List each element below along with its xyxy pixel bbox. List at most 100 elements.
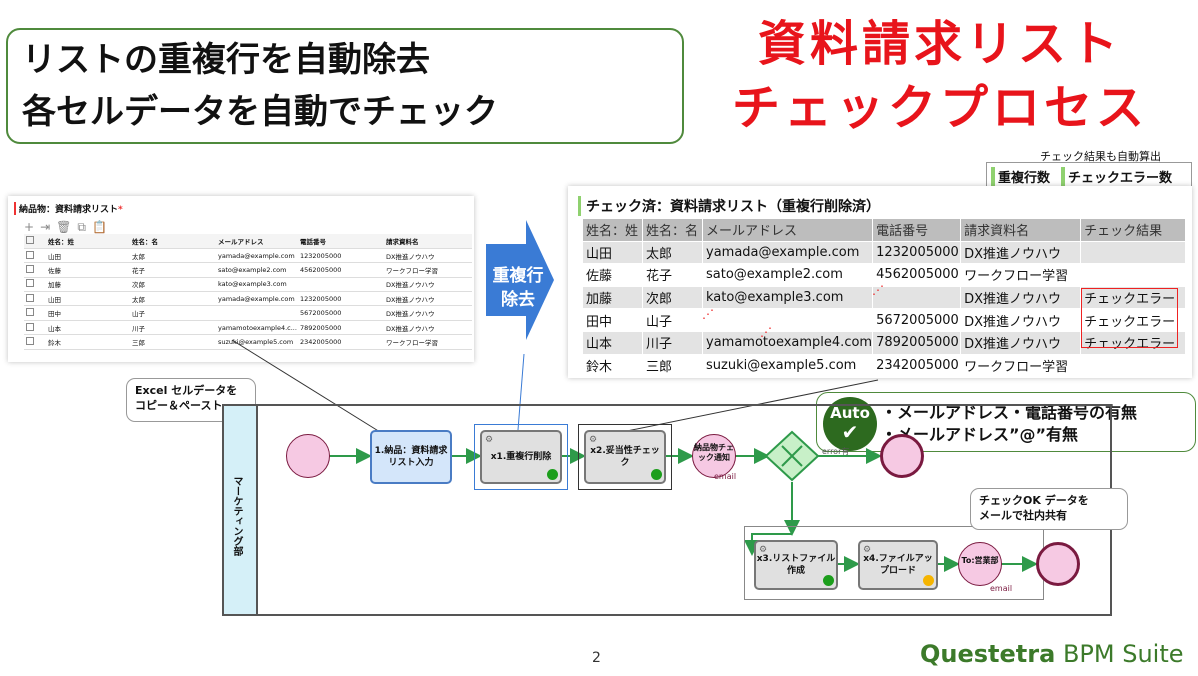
row-checkbox[interactable] xyxy=(26,336,34,345)
paste-icon[interactable]: 📋 xyxy=(91,220,113,234)
table-cell[interactable]: 次郎 xyxy=(130,277,216,293)
task-create-list-file[interactable]: ⚙x3.リストファイル作成 xyxy=(754,540,838,590)
dup-count-header: 重複行数 xyxy=(991,167,1050,186)
page-number: 2 xyxy=(592,650,601,666)
auto-check-box: Auto ✔ ・メールアドレス・電話番号の有無 ・メールアドレス”@”有無 xyxy=(816,392,1196,452)
auto-check-icon: Auto ✔ xyxy=(823,397,877,451)
table-cell[interactable]: 太郎 xyxy=(130,291,216,307)
table-cell: 山田 xyxy=(582,240,643,265)
table-cell: ワークフロー学習 xyxy=(960,263,1082,287)
table-cell: チェックエラー xyxy=(1080,285,1186,310)
table-cell: DX推進ノウハウ xyxy=(960,330,1082,355)
table-cell[interactable]: 山田 xyxy=(46,248,130,264)
selection-outline xyxy=(578,424,672,490)
table-cell: yamada@example.com xyxy=(701,240,874,265)
column-header: メールアドレス xyxy=(216,234,298,249)
gear-icon: ⚙ xyxy=(759,545,768,555)
table-cell: DX推進ノウハウ xyxy=(960,285,1082,310)
gear-icon: ⚙ xyxy=(863,545,872,555)
email-label: email xyxy=(714,472,737,481)
notify-email-event[interactable]: 納品物チェック通知 xyxy=(692,434,736,478)
table-cell[interactable]: 川子 xyxy=(130,320,216,336)
table-cell[interactable]: 2342005000 xyxy=(298,334,384,350)
add-row-icon[interactable]: + xyxy=(24,220,41,234)
table-cell: 1232005000 xyxy=(872,240,962,265)
end-event[interactable] xyxy=(880,434,924,478)
delete-icon[interactable]: 🗑 xyxy=(56,220,78,234)
gear-icon: ⚙ xyxy=(485,435,494,445)
sales-email-event[interactable]: To:営業部 xyxy=(958,542,1002,586)
addon-icon xyxy=(651,469,662,480)
table-cell[interactable]: 7892005000 xyxy=(298,320,384,336)
table-cell[interactable]: ワークフロー学習 xyxy=(384,262,472,278)
checked-list-screenshot: チェック済：資料請求リスト（重複行削除済） 姓名：姓 姓名：名 メールアドレス … xyxy=(568,186,1192,378)
table-cell: 4562005000 xyxy=(872,263,962,287)
table-cell: DX推進ノウハウ xyxy=(960,240,1082,265)
table-cell[interactable]: DX推進ノウハウ xyxy=(384,305,472,321)
table-cell[interactable]: yamada@example.com xyxy=(216,291,298,307)
task-input-list[interactable]: 1.納品：資料請求リスト入力 xyxy=(370,430,452,484)
swimlane-header: マーケティング部 xyxy=(224,406,258,614)
task-upload-file[interactable]: ⚙x4.ファイルアップロード xyxy=(858,540,938,590)
table-cell[interactable] xyxy=(298,277,384,293)
row-checkbox[interactable] xyxy=(26,250,34,259)
end-event[interactable] xyxy=(1036,542,1080,586)
table-cell[interactable] xyxy=(216,305,298,321)
column-header: チェック結果 xyxy=(1080,218,1186,242)
column-header: 請求資料名 xyxy=(960,218,1082,242)
table-cell[interactable]: 花子 xyxy=(130,262,216,278)
table-cell[interactable]: kato@example3.com xyxy=(216,277,298,293)
table-cell[interactable]: 1232005000 xyxy=(298,291,384,307)
table-header-row: 姓名：姓 姓名：名 メールアドレス 電話番号 請求資料名 チェック結果 xyxy=(582,218,1186,242)
insert-icon[interactable]: ⇥ xyxy=(40,220,57,234)
table-cell: kato@example3.com xyxy=(701,285,874,310)
heading-line-1: リストの重複行を自動除去 xyxy=(22,40,430,80)
table-cell[interactable]: 鈴木 xyxy=(46,334,130,350)
table-cell[interactable]: sato@example2.com xyxy=(216,262,298,278)
copy-icon[interactable]: ⧉ xyxy=(77,220,92,234)
table-cell[interactable]: 三郎 xyxy=(130,334,216,350)
table-cell[interactable]: 加藤 xyxy=(46,277,130,293)
table-cell[interactable]: 4562005000 xyxy=(298,262,384,278)
table-cell[interactable]: 山田 xyxy=(46,291,130,307)
table-cell: yamamotoexample4.com xyxy=(701,330,874,355)
row-checkbox[interactable] xyxy=(26,264,34,273)
table-cell[interactable]: 佐藤 xyxy=(46,262,130,278)
table-cell xyxy=(1080,240,1186,265)
table-cell[interactable]: DX推進ノウハウ xyxy=(384,291,472,307)
error-mark-icon: ⋰ xyxy=(702,307,714,321)
table-cell[interactable]: 山子 xyxy=(130,305,216,321)
table-cell[interactable]: yamamotoexample4.c... xyxy=(216,320,298,336)
table-cell[interactable]: DX推進ノウハウ xyxy=(384,277,472,293)
row-checkbox[interactable] xyxy=(26,308,34,317)
table-cell[interactable]: 田中 xyxy=(46,305,130,321)
table-cell[interactable]: 5672005000 xyxy=(298,305,384,321)
table-cell[interactable]: DX推進ノウハウ xyxy=(384,248,472,264)
table-cell[interactable]: DX推進ノウハウ xyxy=(384,320,472,336)
row-checkbox[interactable] xyxy=(26,322,34,331)
table-cell[interactable]: suzuki@example5.com xyxy=(216,334,298,350)
table-cell[interactable]: ワークフロー学習 xyxy=(384,334,472,350)
table-cell: 7892005000 xyxy=(872,330,962,355)
table-cell[interactable]: yamada@example.com xyxy=(216,248,298,264)
table-cell[interactable]: 山本 xyxy=(46,320,130,336)
table-cell[interactable]: 太郎 xyxy=(130,248,216,264)
task-validity-check[interactable]: ⚙x2.妥当性チェック xyxy=(584,430,666,484)
start-event[interactable] xyxy=(286,434,330,478)
table-cell[interactable]: 1232005000 xyxy=(298,248,384,264)
row-checkbox[interactable] xyxy=(26,293,34,302)
task-remove-duplicates[interactable]: ⚙x1.重複行削除 xyxy=(480,430,562,484)
select-all-checkbox[interactable] xyxy=(26,235,34,244)
row-checkbox[interactable] xyxy=(26,279,34,288)
